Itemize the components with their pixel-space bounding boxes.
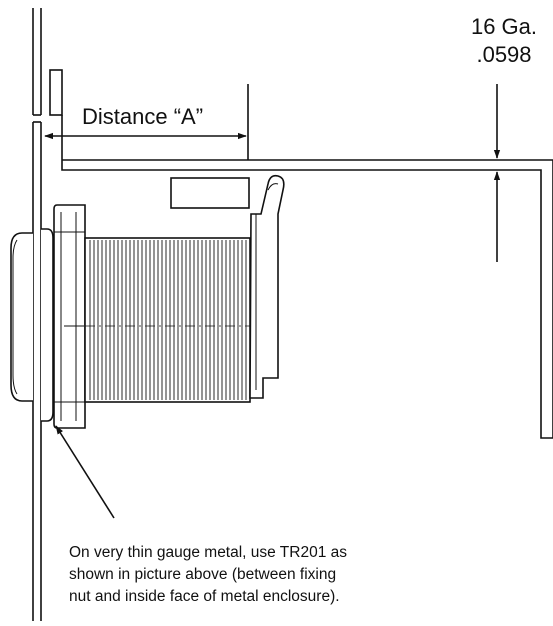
washer-tr201 [41, 228, 54, 422]
enclosure-door-panel [32, 8, 42, 621]
cam-arm [249, 174, 285, 399]
note-line3: nut and inside face of metal enclosure). [69, 588, 340, 605]
enclosure-frame-profile [61, 115, 553, 439]
note-line1: On very thin gauge metal, use TR201 as [69, 544, 347, 561]
washer-leader-arrow [55, 425, 115, 519]
gauge-label-line1: 16 Ga. [471, 14, 537, 39]
lock-head [10, 232, 33, 402]
gauge-label-line2: .0598 [476, 42, 531, 67]
cam-stop-block [170, 177, 250, 209]
distance-a-dimension [44, 84, 249, 160]
door-flange-strip [49, 69, 63, 116]
fixing-nut [53, 204, 86, 429]
threaded-lock-body [84, 237, 251, 403]
note-line2: shown in picture above (between fixing [69, 566, 336, 583]
distance-a-label: Distance “A” [82, 104, 203, 129]
